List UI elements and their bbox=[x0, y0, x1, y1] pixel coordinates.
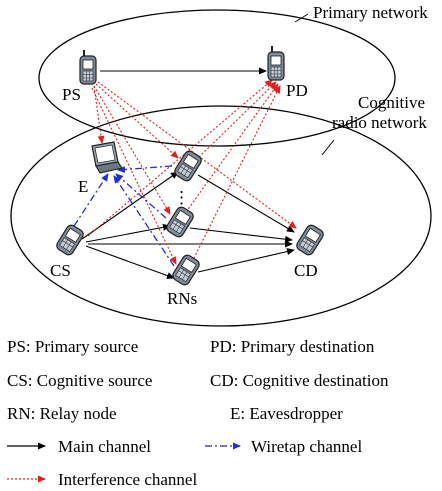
intf-cs-pd bbox=[87, 79, 273, 237]
eavesdropper-laptop-icon bbox=[91, 141, 123, 174]
interference-channels bbox=[87, 79, 297, 265]
rn3-phone-icon bbox=[170, 252, 202, 288]
cs-label: CS bbox=[50, 261, 71, 280]
main-rn3-cd bbox=[197, 248, 295, 273]
legend-main: Main channel bbox=[58, 437, 151, 456]
intf-ps-e bbox=[93, 85, 105, 144]
wiretap-channels bbox=[73, 165, 175, 267]
legend-wiretap: Wiretap channel bbox=[251, 437, 362, 456]
intf-ps-rn1 bbox=[95, 83, 179, 159]
main-rn1-cd bbox=[197, 174, 295, 233]
legend-rn: RN: Relay node bbox=[7, 404, 117, 423]
intf-ps-rn2 bbox=[93, 85, 171, 215]
cognitive-network-label-2: radio network bbox=[332, 113, 427, 132]
primary-network-label: Primary network bbox=[313, 3, 428, 22]
ps-label: PS bbox=[62, 85, 81, 104]
legend-interference: Interference channel bbox=[58, 470, 197, 489]
rn1-phone-icon bbox=[172, 148, 204, 184]
e-label: E bbox=[78, 177, 88, 196]
cd-label: CD bbox=[294, 261, 318, 280]
legend-cs: CS: Cognitive source bbox=[7, 371, 152, 390]
intf-ps-rn3 bbox=[91, 87, 177, 265]
primary-network-ellipse bbox=[38, 9, 396, 147]
legend-pd: PD: Primary destination bbox=[210, 337, 375, 356]
cognitive-callout-line bbox=[321, 139, 335, 156]
intf-rn3-pd bbox=[191, 85, 281, 263]
cs-phone-icon bbox=[54, 222, 86, 258]
intf-ps-cd bbox=[97, 81, 297, 229]
pd-phone-icon bbox=[267, 45, 285, 81]
legend-cd: CD: Cognitive destination bbox=[210, 371, 389, 390]
main-cs-rn1 bbox=[81, 171, 179, 240]
rns-label: RNs bbox=[167, 289, 197, 308]
cognitive-network-ellipse bbox=[10, 105, 432, 327]
main-cs-rn3 bbox=[85, 245, 175, 279]
primary-callout-line bbox=[294, 13, 309, 23]
main-rn2-cd bbox=[189, 227, 293, 243]
wiretap-rn3-e bbox=[113, 175, 175, 267]
rn-dots: ⋮ bbox=[173, 188, 190, 207]
ps-phone-icon bbox=[79, 49, 97, 85]
wiretap-rn2-e bbox=[115, 173, 167, 219]
legend-e: E: Eavesdropper bbox=[230, 404, 343, 423]
main-cs-rn2 bbox=[85, 223, 171, 243]
pd-label: PD bbox=[286, 81, 308, 100]
intf-rn2-pd bbox=[185, 83, 279, 213]
rn2-phone-icon bbox=[164, 204, 196, 240]
wiretap-cs-e bbox=[73, 173, 109, 227]
intf-rn1-pd bbox=[195, 81, 277, 161]
cd-phone-icon bbox=[294, 222, 326, 258]
cognitive-network-label-1: Cognitive bbox=[358, 93, 425, 112]
legend-ps: PS: Primary source bbox=[7, 337, 138, 356]
wiretap-rn1-e bbox=[117, 165, 173, 173]
